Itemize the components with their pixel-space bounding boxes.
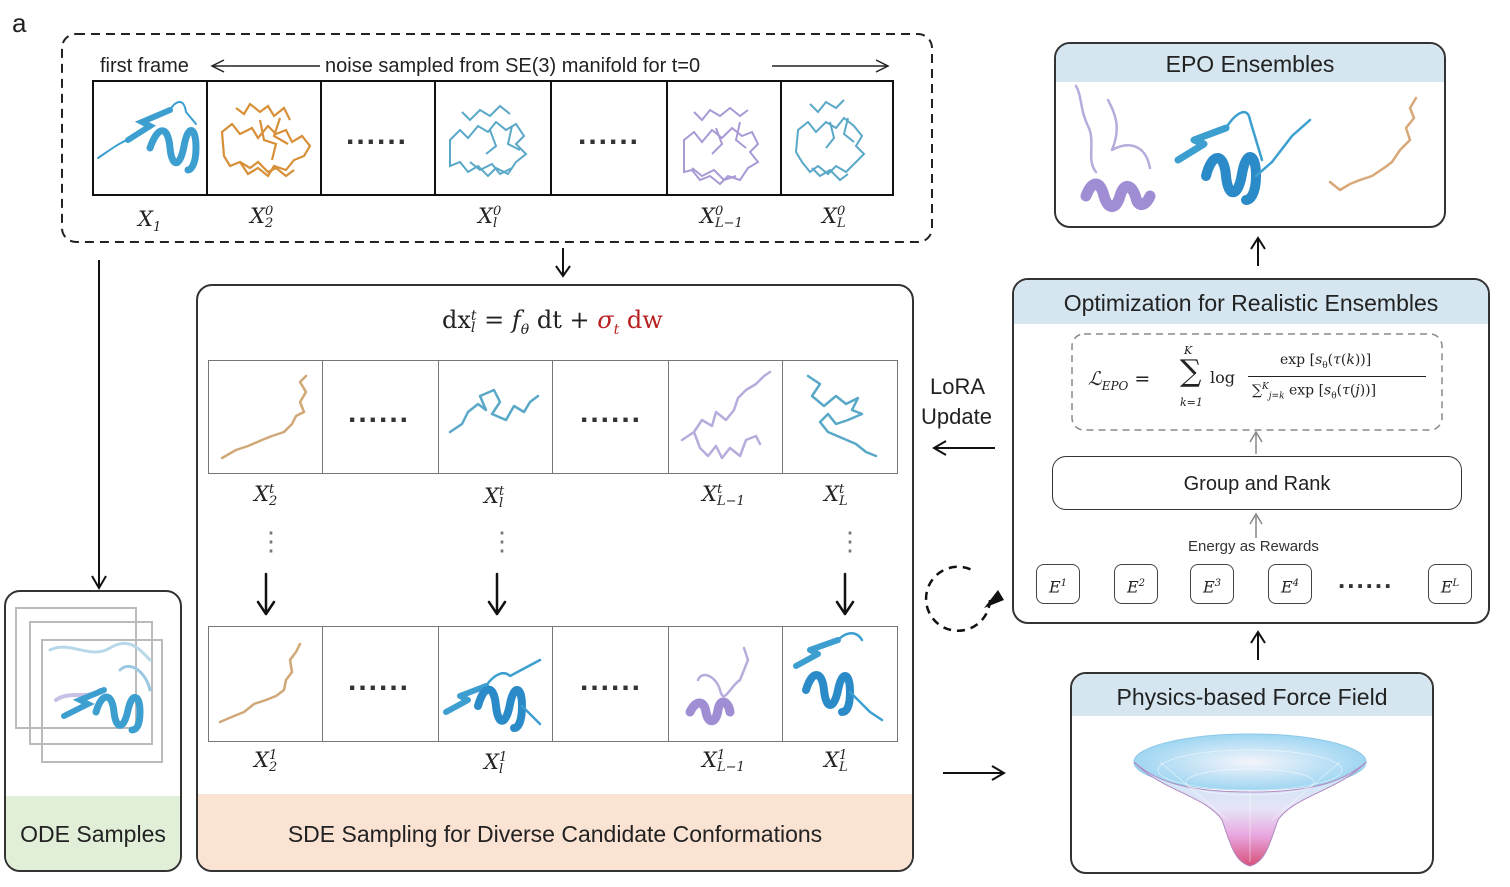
- frame-dots-12: [552, 626, 670, 742]
- energy-box-L: EL: [1428, 564, 1472, 604]
- top-dots-1: ......: [346, 118, 409, 151]
- sde-dots-12: ......: [580, 664, 643, 697]
- frame-dots-t2: [552, 360, 670, 474]
- frame-xL1-1: [668, 626, 784, 742]
- energy-box-2: E2: [1114, 564, 1158, 604]
- energy-dots: ......: [1338, 564, 1394, 594]
- lora-label-line1: LoRA: [930, 374, 986, 399]
- optimization-title: Optimization for Realistic Ensembles: [1014, 280, 1488, 324]
- noise-cloud-blue-l: [449, 104, 528, 178]
- epo-loss-formula: ℒEPO = K ∑ k=1 log exp [sθ(τ(k))] ∑Kj=k …: [1088, 342, 1428, 422]
- protein-xL1-1-icon: [685, 646, 750, 726]
- sde-dots-t2: ......: [580, 396, 643, 429]
- chain-x2-t-icon: [220, 374, 308, 460]
- epo-title: EPO Ensembles: [1056, 44, 1444, 82]
- force-field-title: Physics-based Force Field: [1072, 674, 1432, 716]
- ode-protein-icon: [48, 641, 152, 734]
- sde-dots-t1: ......: [348, 396, 411, 429]
- energy-box-4: E4: [1268, 564, 1312, 604]
- protein-x1-icon: [97, 101, 200, 174]
- vdots-3: ⋮: [837, 526, 863, 556]
- frame-dots-1: [320, 80, 436, 196]
- energy-box-1: E1: [1036, 564, 1080, 604]
- frame-dots-11: [322, 626, 440, 742]
- sde-noise-term: σt dw: [597, 306, 663, 338]
- epo-tan-chain-icon: [1328, 96, 1418, 192]
- epo-purple-protein-icon: [1074, 84, 1156, 212]
- chain-xL1-t-icon: [680, 370, 772, 460]
- ode-footer: [6, 796, 180, 870]
- vdots-1: ⋮: [258, 526, 284, 556]
- frame-xl-1: [438, 626, 554, 742]
- label-x1: X1: [138, 207, 162, 236]
- first-frame-label: first frame: [100, 55, 189, 77]
- energy-box-3: E3: [1190, 564, 1234, 604]
- top-dots-2: ......: [578, 118, 641, 151]
- noise-cloud-purple: [683, 106, 760, 186]
- frame-xL-t: [782, 360, 898, 474]
- lora-label-line2: Update: [921, 404, 992, 429]
- protein-xL-1-icon: [793, 632, 884, 722]
- chain-x2-1-icon: [218, 642, 302, 724]
- noise-cloud-blue-L: [794, 99, 866, 182]
- protein-xl-1-icon: [443, 658, 542, 732]
- vdots-2: ⋮: [489, 526, 515, 556]
- group-rank-label: Group and Rank: [1183, 473, 1331, 495]
- chain-xl-t-icon: [448, 388, 540, 434]
- optimization-panel: Optimization for Realistic Ensembles: [1012, 278, 1490, 624]
- noise-label: noise sampled from SE(3) manifold for t=…: [325, 55, 701, 77]
- ode-footer-label: ODE Samples: [20, 821, 166, 847]
- chain-xL-t-icon: [806, 374, 878, 458]
- epo-blue-protein-icon: [1174, 110, 1312, 205]
- group-rank-box: [1052, 456, 1462, 510]
- sde-footer-label: SDE Sampling for Diverse Candidate Confo…: [287, 821, 823, 847]
- sde-footer: [198, 794, 912, 870]
- sde-dots-11: ......: [348, 664, 411, 697]
- noise-cloud-orange: [220, 102, 312, 178]
- energy-rewards-label: Energy as Rewards: [1188, 538, 1319, 555]
- frame-dots-2: [550, 80, 668, 196]
- frame-x2-1: [208, 626, 324, 742]
- panel-letter: a: [12, 8, 27, 38]
